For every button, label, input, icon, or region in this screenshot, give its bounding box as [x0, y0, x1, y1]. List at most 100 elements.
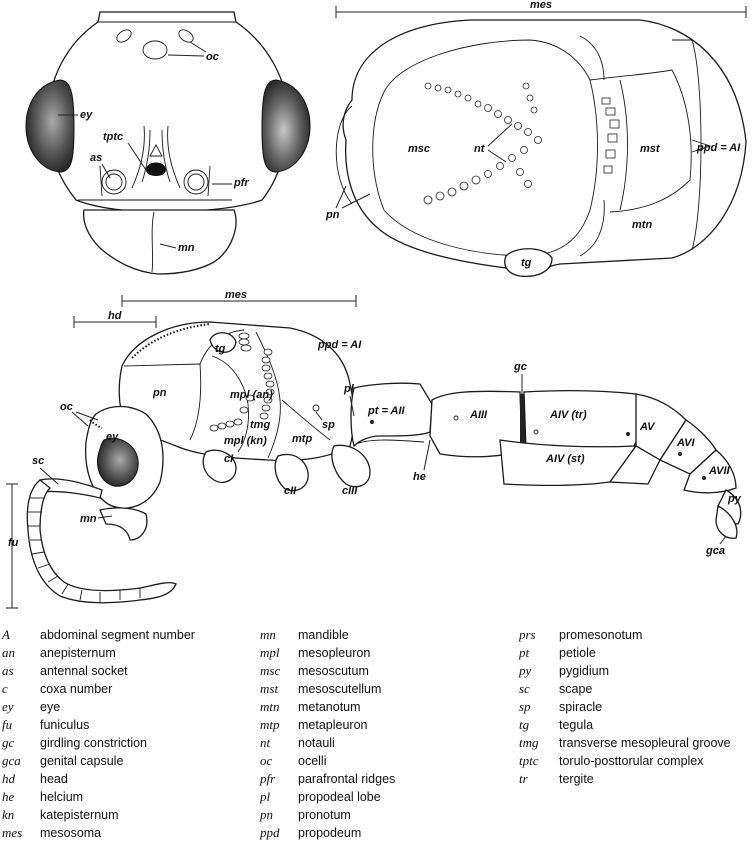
legend-row: nt notauli — [260, 734, 395, 752]
legend-abbreviation: nt — [260, 735, 271, 750]
head-label-as: as — [90, 152, 102, 164]
legend-abbreviation: pl — [260, 789, 271, 804]
legend-term: promesonotum — [559, 628, 643, 642]
legend-term: pygidium — [559, 664, 610, 678]
legend-abbreviation: pfr — [260, 771, 276, 786]
legend-abbreviation: sp — [519, 699, 531, 714]
legend-term: anepisternum — [40, 646, 116, 660]
legend-abbreviation: an — [2, 645, 15, 660]
dorsal-label-mtn: mtn — [632, 219, 652, 231]
legend-abbreviation: mtn — [260, 699, 280, 714]
legend-abbreviation: mtp — [260, 717, 280, 732]
legend-abbreviation: gca — [2, 753, 21, 768]
legend-term: propodeal lobe — [298, 790, 381, 804]
legend-abbreviation: A — [2, 627, 10, 642]
legend-row: mtn metanotum — [260, 698, 395, 716]
dorsal-label-nt: nt — [474, 143, 486, 155]
legend-term: mesoscutum — [298, 664, 369, 678]
ey-left-eye-shape — [25, 79, 75, 173]
legend-term: ocelli — [298, 754, 327, 768]
legend-term: head — [40, 772, 68, 786]
legend-abbreviation: prs — [519, 627, 536, 642]
lateral-label-AIV-tr: AIV (tr) — [549, 409, 587, 421]
lateral-label-tg: tg — [215, 343, 226, 355]
legend-term: metapleuron — [298, 718, 368, 732]
legend-row: pn pronotum — [260, 806, 395, 824]
lateral-label-ey: ey — [106, 431, 119, 443]
legend-row: pl propodeal lobe — [260, 788, 395, 806]
lateral-label-mn: mn — [80, 513, 97, 525]
mesopleural-groove-pits — [209, 332, 275, 432]
legend-term: scape — [559, 682, 593, 696]
legend-abbreviation: tr — [519, 771, 528, 786]
legend-row: mtp metapleuron — [260, 716, 395, 734]
legend-term: metanotum — [298, 700, 361, 714]
legend-term: abdominal segment number — [40, 628, 195, 642]
lateral-label-mes: mes — [225, 289, 247, 301]
legend-abbreviation: mst — [260, 681, 279, 696]
lateral-label-tmg: tmg — [250, 419, 270, 431]
legend-abbreviation: he — [2, 789, 15, 804]
legend-abbreviation: fu — [2, 717, 13, 732]
legend-abbreviation: mpl — [260, 645, 280, 660]
legend-row: py pygidium — [519, 662, 731, 680]
lateral-label-mpl-kn: mpl (kn) — [224, 435, 267, 447]
legend-abbreviation: c — [2, 681, 8, 696]
legend-abbreviation: pt — [519, 645, 530, 660]
legend-term: antennal socket — [40, 664, 128, 678]
legend-row: an anepisternum — [2, 644, 195, 662]
legend-abbreviation: msc — [260, 663, 281, 678]
lateral-label-oc: oc — [60, 401, 73, 413]
legend-abbreviation: oc — [260, 753, 273, 768]
head-label-mn: mn — [178, 242, 195, 254]
lateral-label-pn: pn — [152, 387, 167, 399]
funiculus-segments — [26, 479, 177, 604]
head-label-oc: oc — [206, 51, 219, 63]
legend-row: prs promesonotum — [519, 626, 731, 644]
notauli-pits — [423, 82, 620, 205]
legend-term: pronotum — [298, 808, 351, 822]
legend-abbreviation: as — [2, 663, 14, 678]
legend-term: eye — [40, 700, 61, 714]
legend-abbreviation: hd — [2, 771, 15, 786]
legend-abbreviation: tg — [519, 717, 530, 732]
legend-term: notauli — [298, 736, 335, 750]
dorsal-label-msc: msc — [408, 143, 430, 155]
legend-row: ey eye — [2, 698, 195, 716]
legend-abbreviation: sc — [519, 681, 530, 696]
legend-abbreviation: tmg — [519, 735, 539, 750]
legend-abbreviation: py — [519, 663, 532, 678]
legend-abbreviation: mes — [2, 825, 23, 840]
legend-term: genital capsule — [40, 754, 124, 768]
legend-row: gca genital capsule — [2, 752, 195, 770]
ey-right-eye-shape — [261, 79, 311, 173]
legend-abbreviation: pn — [260, 807, 273, 822]
legend-term: propodeum — [298, 826, 362, 840]
lateral-label-sp: sp — [322, 419, 335, 431]
legend-abbreviation: ey — [2, 699, 14, 714]
legend-term: tergite — [559, 772, 594, 786]
dorsal-label-tg: tg — [521, 257, 532, 269]
lateral-label-cII: cII — [284, 485, 297, 497]
lateral-label-pt: pt = AII — [367, 405, 406, 417]
lateral-label-gc: gc — [513, 361, 527, 373]
dorsal-label-pn: pn — [325, 209, 340, 221]
lateral-label-sc: sc — [32, 455, 44, 467]
dorsal-label-ppd: ppd = AI — [696, 142, 741, 154]
head-label-pfr: pfr — [233, 177, 249, 189]
legend-row: msc mesoscutum — [260, 662, 395, 680]
